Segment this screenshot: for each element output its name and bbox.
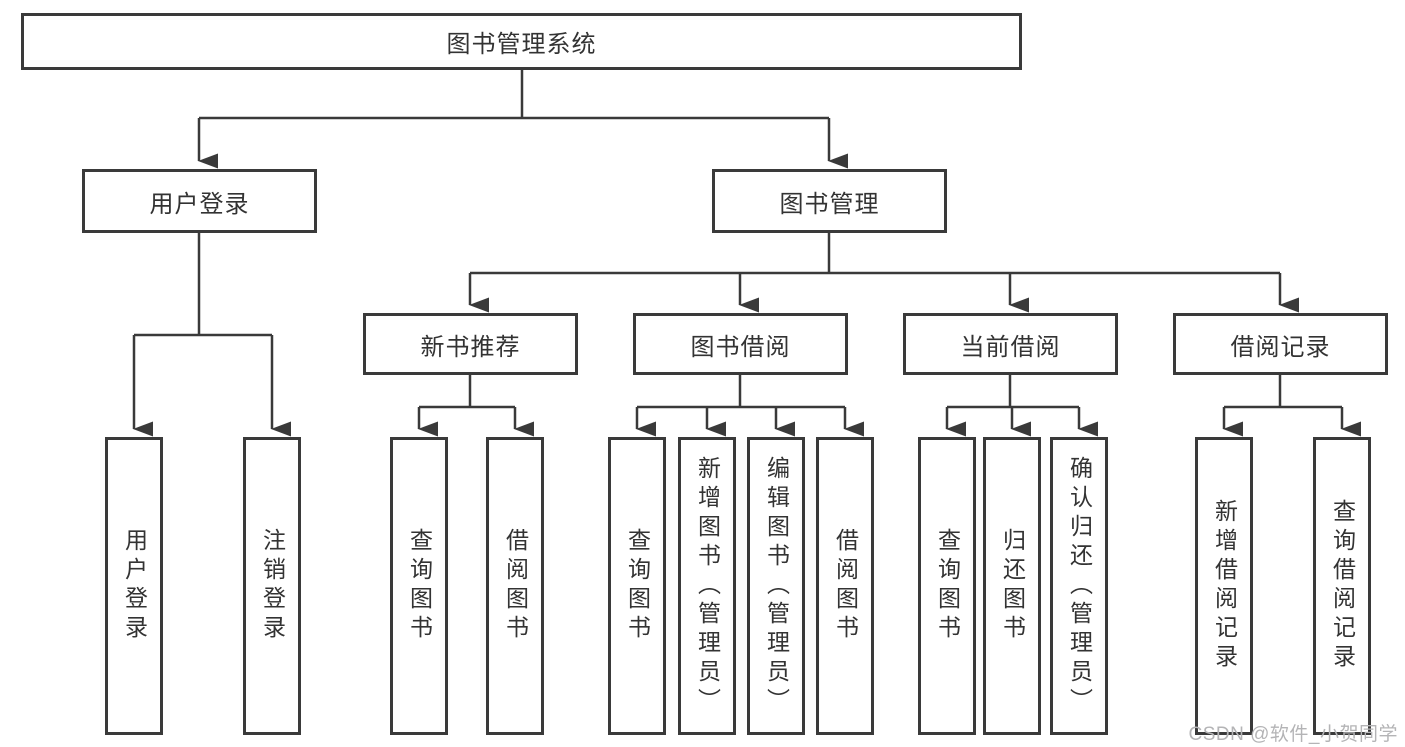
node-book-management: 图书管理 <box>712 169 947 233</box>
connectors-user-login <box>132 233 291 437</box>
connectors-book-management <box>468 233 1299 313</box>
leaf-edit-book-admin: 编辑图书（管理员） <box>747 437 805 735</box>
node-new-book-recommend: 新书推荐 <box>363 313 578 375</box>
csdn-watermark: CSDN @软件_小贺同学 <box>1188 724 1398 745</box>
connectors-borrow-records <box>1222 375 1361 437</box>
node-book-borrow: 图书借阅 <box>633 313 848 375</box>
node-current-borrow: 当前借阅 <box>903 313 1118 375</box>
leaf-user-login: 用户登录 <box>105 437 163 735</box>
node-root-library-system: 图书管理系统 <box>21 13 1022 70</box>
leaf-add-borrow-record: 新增借阅记录 <box>1195 437 1253 735</box>
connectors-root <box>197 69 848 169</box>
node-user-login: 用户登录 <box>82 169 317 233</box>
leaf-return-book: 归还图书 <box>983 437 1041 735</box>
connectors-book-borrow <box>635 375 864 437</box>
leaf-query-borrow-record: 查询借阅记录 <box>1313 437 1371 735</box>
node-borrow-records: 借阅记录 <box>1173 313 1388 375</box>
leaf-add-book-admin: 新增图书（管理员） <box>678 437 736 735</box>
leaf-confirm-return-admin: 确认归还（管理员） <box>1050 437 1108 735</box>
connectors-current-borrow <box>945 375 1098 437</box>
leaf-borrow-books: 借阅图书 <box>816 437 874 735</box>
leaf-query-books-recommend: 查询图书 <box>390 437 448 735</box>
leaf-query-books-current: 查询图书 <box>918 437 976 735</box>
leaf-borrow-books-recommend: 借阅图书 <box>486 437 544 735</box>
leaf-logout: 注销登录 <box>243 437 301 735</box>
leaf-query-books-borrow: 查询图书 <box>608 437 666 735</box>
connectors-new-book-recommend <box>417 375 534 437</box>
